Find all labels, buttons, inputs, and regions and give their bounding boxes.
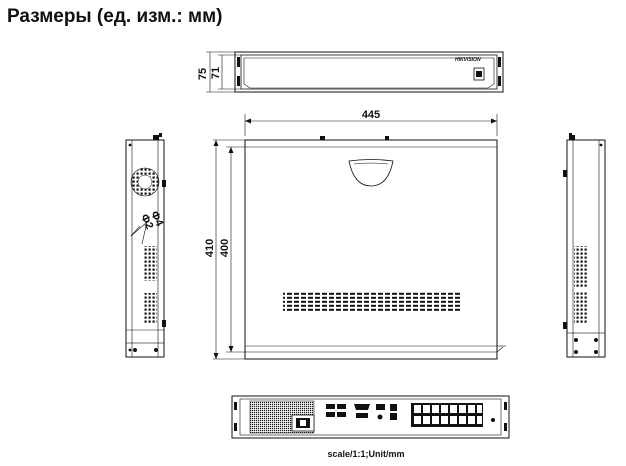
rear-view: scale/1:1;Unit/mm <box>231 395 510 459</box>
dim-front-height-75: 75 <box>197 68 209 80</box>
top-view: 445 410 400 <box>204 109 506 360</box>
dim-top-depth-410: 410 <box>204 239 216 257</box>
scale-caption: scale/1:1;Unit/mm <box>327 449 404 459</box>
dim-top-depth-400: 400 <box>219 239 231 257</box>
side-view-right <box>563 133 606 358</box>
side-view-left: Φ4 Φ2 <box>125 133 166 358</box>
dim-front-height-71: 71 <box>210 67 222 79</box>
front-view: HIKVISION 75 71 <box>197 51 504 93</box>
page-title: Размеры (ед. изм.: мм) <box>7 6 223 27</box>
dim-top-width-445: 445 <box>362 109 380 121</box>
brand-logo-text: HIKVISION <box>455 57 481 63</box>
hole-label-phi2: Φ2 <box>138 212 155 231</box>
